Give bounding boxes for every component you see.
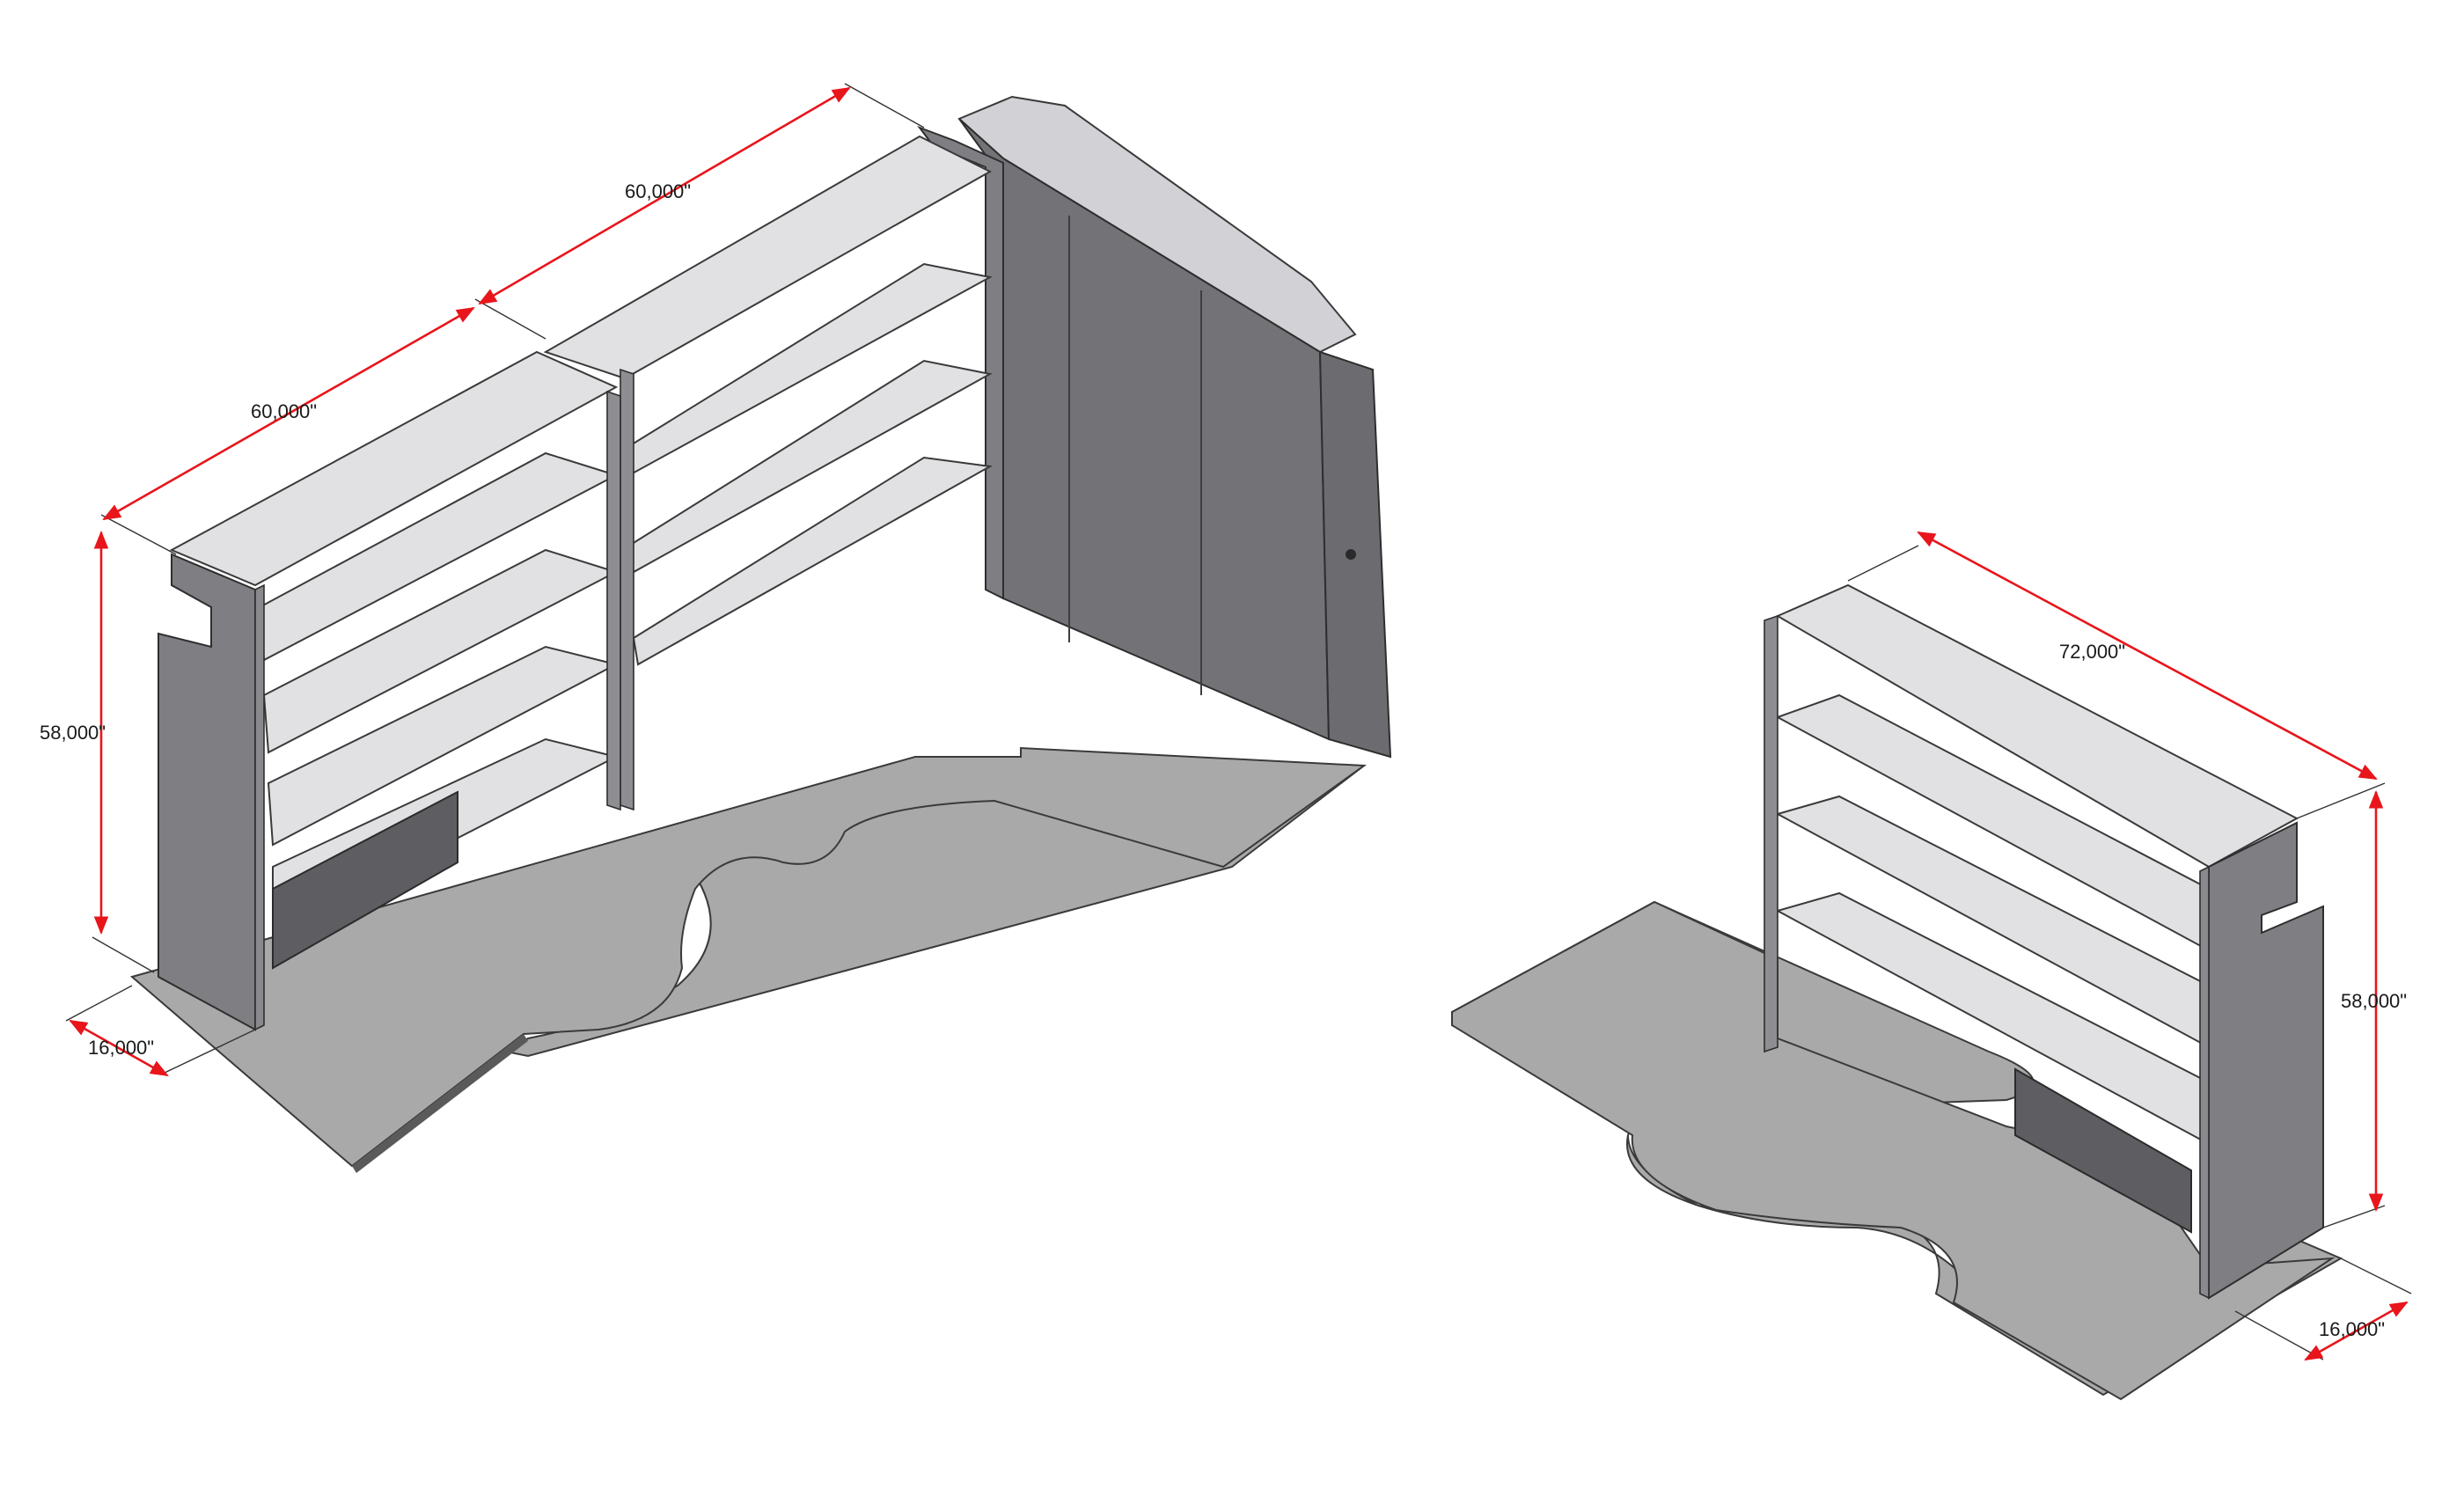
right-unit-bin xyxy=(2014,1067,2192,1234)
right-unit-end-panel xyxy=(2208,821,2324,1300)
dim-label-top-right: 60,000" xyxy=(625,180,691,202)
left-floor-edge xyxy=(352,1034,528,1173)
right-dimension-lines: 72,000" 58,000" 16,000" xyxy=(1847,531,2412,1361)
dim-label-depth-right: 16,000" xyxy=(2319,1318,2385,1340)
dim-line-depth-right xyxy=(2304,1301,2409,1361)
left-dimension-lines: 60,000" 60,000" 58,000" 16,000" xyxy=(40,83,925,1077)
rear-unit-post xyxy=(620,368,634,811)
dim-line-top-left xyxy=(102,306,475,521)
front-unit-end-lip xyxy=(254,583,265,1031)
left-floor-main xyxy=(129,746,1367,1168)
dim-label-height-right: 58,000" xyxy=(2341,990,2407,1012)
front-unit-bin xyxy=(272,790,458,970)
dim-label-top-left: 60,000" xyxy=(251,400,317,422)
right-unit-left-post xyxy=(1764,614,1778,1053)
rear-unit-shelf-1 xyxy=(543,135,993,380)
dim-line-top-right xyxy=(478,86,851,305)
front-unit-post-mid xyxy=(606,390,621,811)
front-unit-end-panel xyxy=(158,553,256,1031)
rear-unit-shelf-4 xyxy=(632,456,994,666)
right-shelving-assembly xyxy=(1451,583,2343,1401)
dim-label-depth-left: 16,000" xyxy=(88,1037,154,1059)
right-unit-end-lip xyxy=(2199,865,2210,1300)
right-floor-main xyxy=(1451,900,2336,1401)
left-shelving-assembly xyxy=(129,95,1392,1173)
dim-line-depth-left xyxy=(69,1019,169,1077)
dim-label-length-right: 72,000" xyxy=(2059,641,2125,663)
dim-label-height-left: 58,000" xyxy=(40,722,106,744)
dim-line-length-right xyxy=(1917,531,2378,781)
